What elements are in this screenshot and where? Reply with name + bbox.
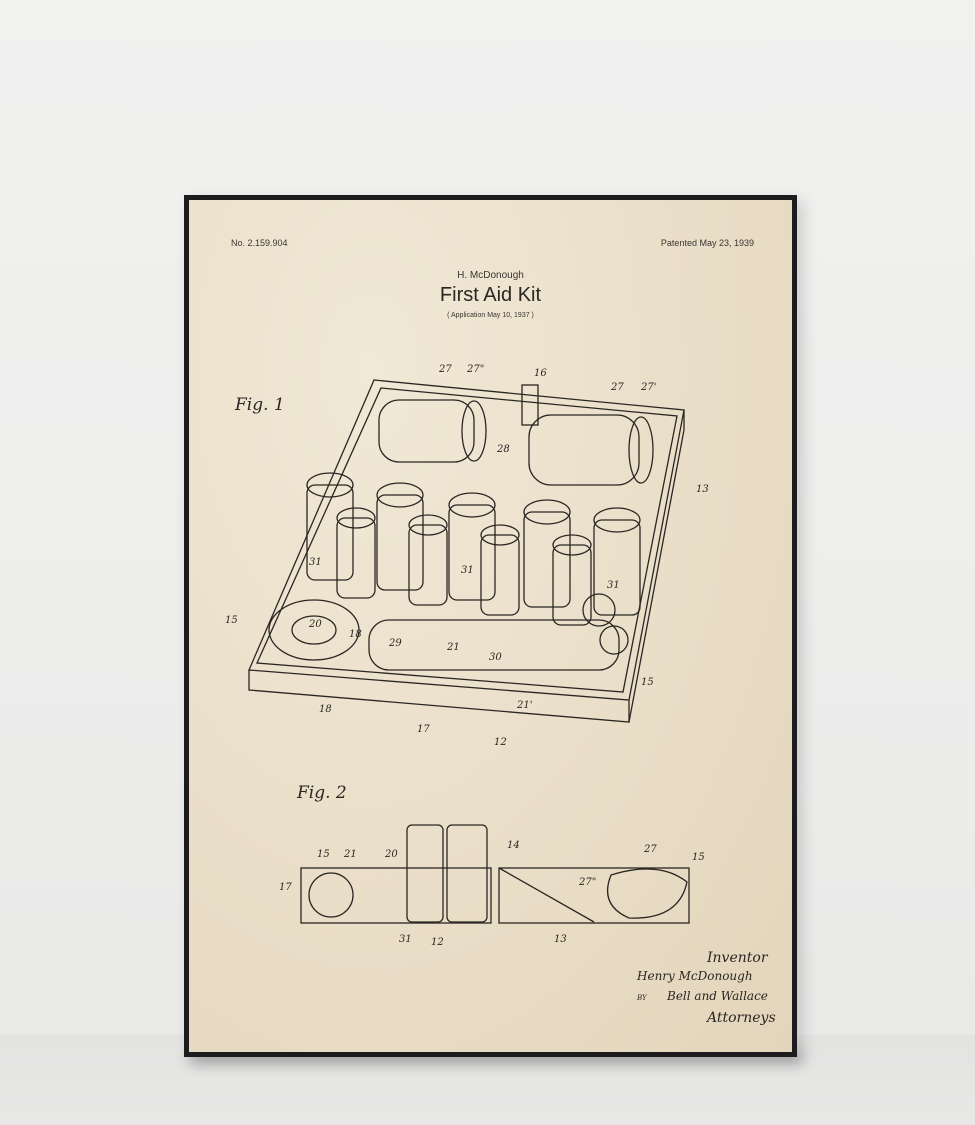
application-date: ( Application May 10, 1937 ) bbox=[447, 312, 534, 319]
svg-text:20: 20 bbox=[308, 619, 322, 630]
svg-text:15: 15 bbox=[317, 849, 330, 860]
svg-text:29: 29 bbox=[388, 638, 402, 649]
svg-text:27": 27" bbox=[466, 364, 484, 375]
svg-text:Inventor: Inventor bbox=[706, 950, 769, 966]
svg-text:17: 17 bbox=[279, 882, 292, 893]
fig1-kit-drawing bbox=[248, 379, 685, 723]
svg-text:Attorneys: Attorneys bbox=[705, 1010, 776, 1026]
svg-text:31: 31 bbox=[399, 934, 412, 945]
svg-text:31: 31 bbox=[461, 565, 474, 576]
svg-text:27: 27 bbox=[610, 382, 624, 393]
svg-text:15: 15 bbox=[225, 615, 238, 626]
fig2-reference-numerals: 15 21 20 17 31 12 14 27 27" 13 15 bbox=[279, 840, 705, 948]
svg-text:21: 21 bbox=[446, 642, 460, 653]
svg-text:12: 12 bbox=[431, 937, 444, 948]
svg-text:15: 15 bbox=[641, 677, 654, 688]
svg-text:18: 18 bbox=[319, 704, 332, 715]
svg-text:30: 30 bbox=[489, 652, 502, 663]
svg-text:27": 27" bbox=[578, 877, 596, 888]
patent-date: Patented May 23, 1939 bbox=[660, 238, 754, 248]
svg-text:BY: BY bbox=[636, 994, 648, 1002]
inventor-name: H. McDonough bbox=[457, 270, 524, 281]
svg-text:Henry McDonough: Henry McDonough bbox=[636, 969, 753, 983]
poster-frame: No. 2.159.904 Patented May 23, 1939 H. M… bbox=[184, 195, 797, 1057]
svg-text:21: 21 bbox=[343, 849, 357, 860]
svg-text:21': 21' bbox=[516, 700, 532, 711]
svg-text:Bell and Wallace: Bell and Wallace bbox=[666, 989, 768, 1003]
fig2-kit-drawing bbox=[300, 824, 690, 924]
patent-number: No. 2.159.904 bbox=[231, 238, 288, 248]
svg-text:12: 12 bbox=[494, 737, 507, 748]
fig1-reference-numerals: 27 27" 16 27 27' 28 13 31 31 31 15 20 18… bbox=[225, 364, 709, 748]
fig2-label: Fig. 2 bbox=[296, 783, 347, 803]
svg-text:18: 18 bbox=[349, 629, 362, 640]
fig1-label: Fig. 1 bbox=[234, 395, 285, 415]
bottles bbox=[306, 472, 641, 626]
svg-text:16: 16 bbox=[534, 368, 547, 379]
svg-text:17: 17 bbox=[417, 724, 430, 735]
svg-text:27: 27 bbox=[643, 844, 657, 855]
patent-drawing: Fig. 1 bbox=[225, 364, 776, 1026]
svg-text:27': 27' bbox=[640, 382, 656, 393]
svg-text:27: 27 bbox=[438, 364, 452, 375]
svg-text:31: 31 bbox=[309, 557, 322, 568]
svg-text:31: 31 bbox=[607, 580, 620, 591]
poster-title: First Aid Kit bbox=[439, 284, 542, 306]
svg-text:14: 14 bbox=[507, 840, 520, 851]
svg-text:15: 15 bbox=[692, 852, 705, 863]
svg-text:13: 13 bbox=[554, 934, 567, 945]
svg-text:28: 28 bbox=[496, 444, 510, 455]
signature-block: Inventor Henry McDonough BY Bell and Wal… bbox=[636, 950, 776, 1026]
svg-text:13: 13 bbox=[696, 484, 709, 495]
patent-poster: No. 2.159.904 Patented May 23, 1939 H. M… bbox=[189, 200, 792, 1052]
svg-text:20: 20 bbox=[384, 849, 398, 860]
